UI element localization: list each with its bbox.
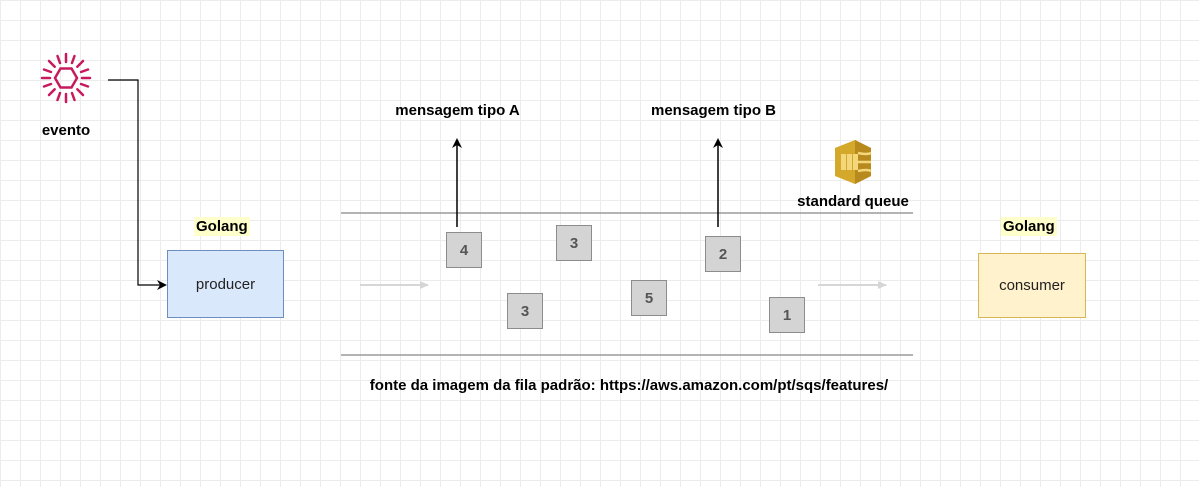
message-box[interactable]: 3	[556, 225, 592, 261]
message-type-b-label: mensagem tipo B	[650, 102, 777, 119]
consumer-tech-label: Golang	[1001, 217, 1057, 236]
event-burst-icon	[40, 52, 92, 104]
message-box[interactable]: 2	[705, 236, 741, 272]
sqs-queue-icon	[835, 140, 872, 184]
event-to-producer-connector	[108, 79, 167, 290]
image-source-caption: fonte da imagem da fila padrão: https://…	[369, 377, 889, 394]
message-box[interactable]: 3	[507, 293, 543, 329]
consumer-box[interactable]: consumer	[978, 253, 1086, 318]
queue-label: standard queue	[797, 193, 909, 210]
producer-box[interactable]: producer	[167, 250, 284, 318]
message-type-a-label: mensagem tipo A	[395, 102, 520, 119]
message-box[interactable]: 4	[446, 232, 482, 268]
message-box[interactable]: 1	[769, 297, 805, 333]
producer-tech-label: Golang	[194, 217, 250, 236]
producer-label: producer	[195, 275, 256, 293]
message-box[interactable]: 5	[631, 280, 667, 316]
event-label: evento	[41, 122, 91, 139]
consumer-label: consumer	[999, 277, 1065, 294]
